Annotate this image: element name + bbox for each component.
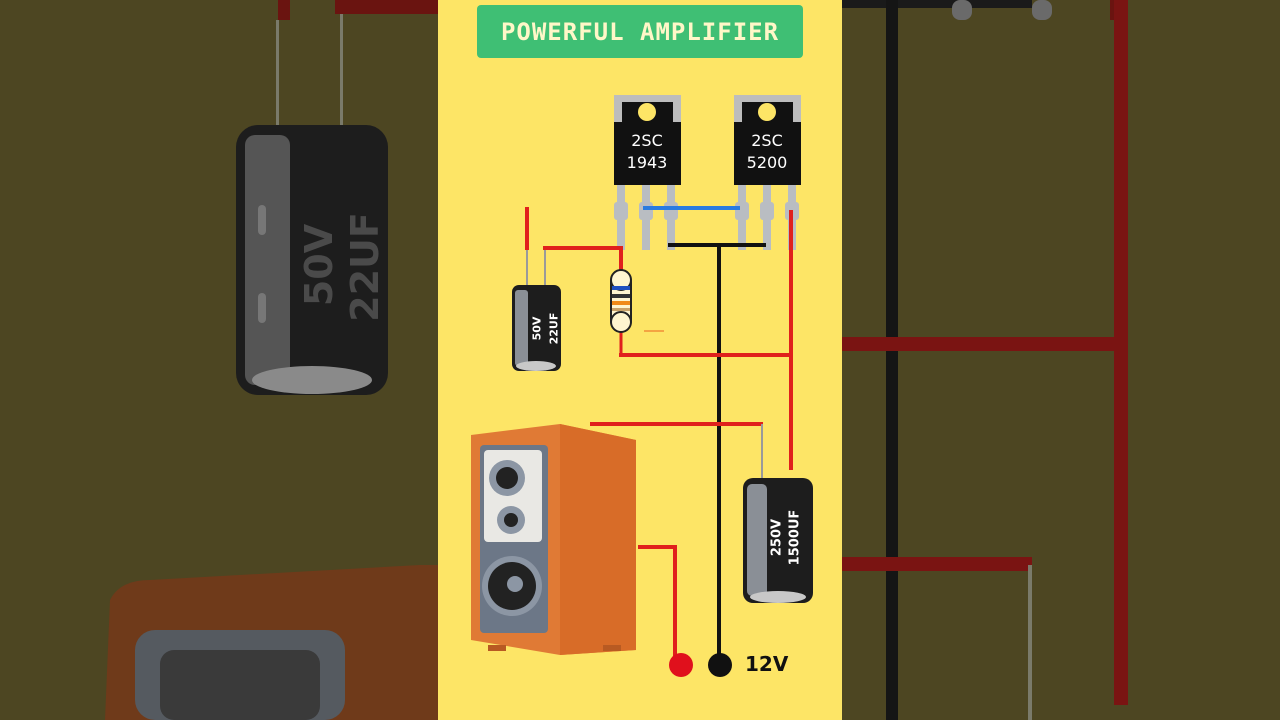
circuit-diagram (471, 95, 813, 677)
terminal-positive (669, 653, 693, 677)
transistor-2-label: 2SC 5200 (734, 130, 800, 174)
transistor-2sc1943 (614, 95, 681, 250)
background-capacitor-capacitance: 22UF (342, 212, 387, 322)
capacitor-small-capacitance: 22UF (547, 312, 561, 345)
title-banner: POWERFUL AMPLIFIER (477, 5, 803, 58)
background-left (0, 0, 438, 720)
capacitor-small (512, 285, 561, 371)
background-right (842, 0, 1280, 720)
transistor-1-label-line1: 2SC (631, 131, 663, 150)
supply-voltage-label: 12V (745, 652, 789, 676)
speaker (471, 424, 636, 655)
transistor-1-label: 2SC 1943 (614, 130, 680, 174)
title-text: POWERFUL AMPLIFIER (500, 17, 780, 46)
transistor-2sc5200 (734, 95, 801, 250)
capacitor-large-capacitance: 1500UF (787, 509, 803, 566)
capacitor-large (743, 478, 813, 603)
transistor-2-label-line1: 2SC (751, 131, 783, 150)
resistor (610, 269, 632, 333)
transistor-2-label-line2: 5200 (746, 153, 788, 172)
transistor-1-label-line2: 1943 (626, 153, 668, 172)
capacitor-small-voltage: 50V (530, 316, 544, 341)
capacitor-large-voltage: 250V (769, 518, 785, 557)
background-capacitor-voltage: 50V (297, 223, 342, 307)
wires (525, 206, 793, 660)
terminal-negative (708, 653, 732, 677)
